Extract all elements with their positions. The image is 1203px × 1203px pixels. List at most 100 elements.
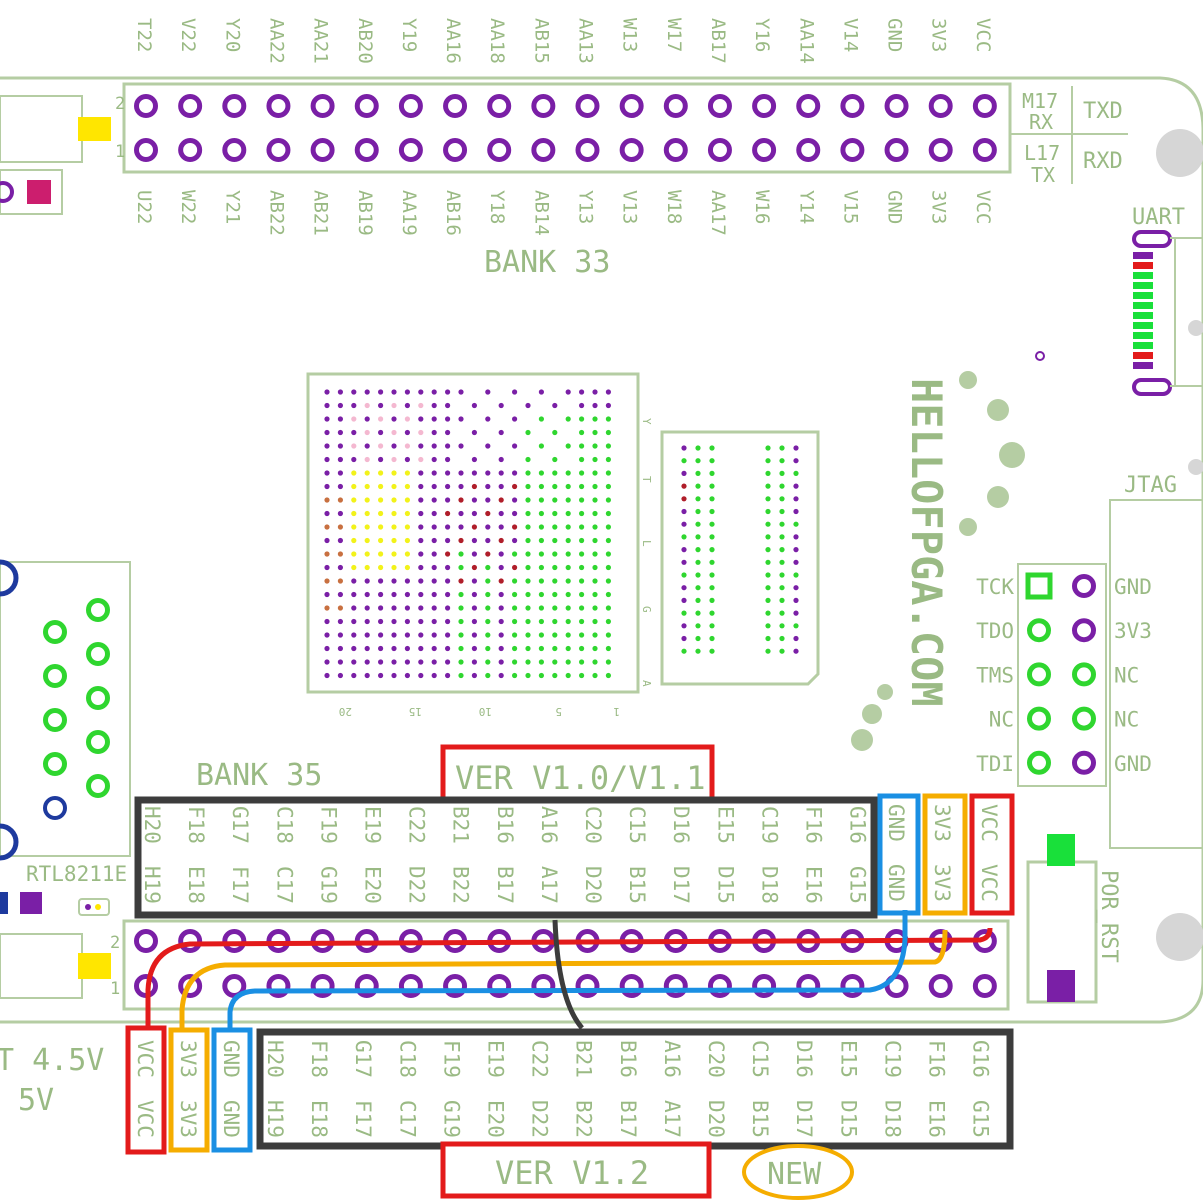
fpga-ball [337,537,343,544]
fpga-ball [418,632,424,638]
fpga-ball [565,645,571,652]
header-pad [840,94,865,118]
ddr-ball [779,559,785,565]
fpga-ball [579,605,585,611]
fpga-ball [592,632,598,638]
fpga-ball [592,551,598,557]
fpga-ball [445,591,451,598]
old-pin-label: G15 [846,866,870,904]
fpga-ball [431,402,437,409]
fpga-ball [404,524,410,530]
fpga-ball [445,429,451,436]
old-pin-label: D18 [757,866,781,904]
old-pin-label: G16 [846,806,870,844]
ddr-ball [695,496,701,502]
fpga-ball [605,443,612,449]
fpga-ball [538,551,545,557]
fpga-ball [525,618,531,625]
fpga-ball [445,632,451,638]
new-pin-label: D18 [880,1100,904,1138]
fpga-ball [485,524,491,530]
fpga-ball [445,578,451,584]
fpga-ball [404,659,410,665]
fpga-ball [431,591,437,598]
fpga-ball [337,618,343,625]
fpga-ball [458,578,464,584]
fpga-ball [418,591,424,598]
pin-label: AA13 [575,18,597,64]
pin-label: V22 [177,18,199,52]
fpga-ball [485,389,491,395]
header-pad [134,929,158,953]
header-pad [443,94,468,118]
fpga-ball [538,483,545,490]
fpga-ball [565,564,571,571]
fpga-ball [579,470,585,476]
fpga-ball [525,537,531,544]
fpga-ball [498,659,504,665]
fpga-ball [404,497,410,503]
jtag-right-label: GND [1114,752,1152,776]
fpga-ball [391,510,397,517]
ddr-ball [793,508,799,515]
fpga-ball [579,510,585,517]
fpga-ball [418,470,424,476]
fpga-ball [538,605,545,611]
ddr-ball [681,585,687,591]
header-pad [178,138,203,162]
fpga-ball [391,497,397,503]
mounting-hole-top [1156,129,1203,177]
old-vcc-box [969,793,1015,916]
ddr-ball [681,483,687,489]
new-pin-label: C15 [748,1040,772,1078]
fpga-ball [404,402,410,409]
fpga-ball [525,564,531,571]
fpga-ball [391,429,397,436]
fpga-ball [351,416,357,422]
fpga-ball [579,591,585,598]
pin-label: VCC [972,18,994,52]
fpga-ball [431,578,437,584]
fpga-ball [552,672,558,679]
fpga-ball [404,578,410,584]
fpga-ball [351,605,357,611]
pin-label: AB22 [265,190,287,236]
fpga-ball [485,416,491,422]
ddr-ball [765,585,771,591]
fpga-ball [592,416,598,422]
pin-label: GND [884,18,906,52]
ddr-ball [681,648,687,654]
fpga-ball [378,672,384,679]
ddr-ball [709,585,715,591]
header-pad [796,974,821,998]
ddr-ball [793,496,799,502]
fpga-ball [498,672,504,679]
uart-shield-pad [1132,230,1172,248]
fpga-ball [364,524,370,530]
fpga-ball [458,537,464,544]
header-pad [222,138,247,162]
fpga-ball [337,659,343,665]
ddr-ball [709,559,715,565]
old-3v3-box [922,793,968,916]
new-pin-label: F18 [307,1040,331,1078]
jtag-left-label: TMS [976,663,1014,687]
uart-shield-pad [1132,378,1172,396]
ddr-ball [779,585,785,591]
fpga-ball [378,443,384,449]
power-label-line2: 5V [18,1083,54,1118]
fpga-ball [391,416,397,422]
fpga-ball [364,551,370,557]
fpga-ball [458,416,464,422]
ddr-ball [779,610,785,616]
fpga-ball [378,416,384,422]
header-pad [707,974,732,998]
old-pin-label: H19 [140,866,164,904]
ddr-ball [779,572,785,578]
fpga-ball [445,497,451,503]
ddr-ball [765,547,771,553]
fpga-ball [471,591,477,598]
fpga-ball [378,537,384,544]
fpga-ball [445,537,451,544]
fpga-ball [579,659,585,665]
